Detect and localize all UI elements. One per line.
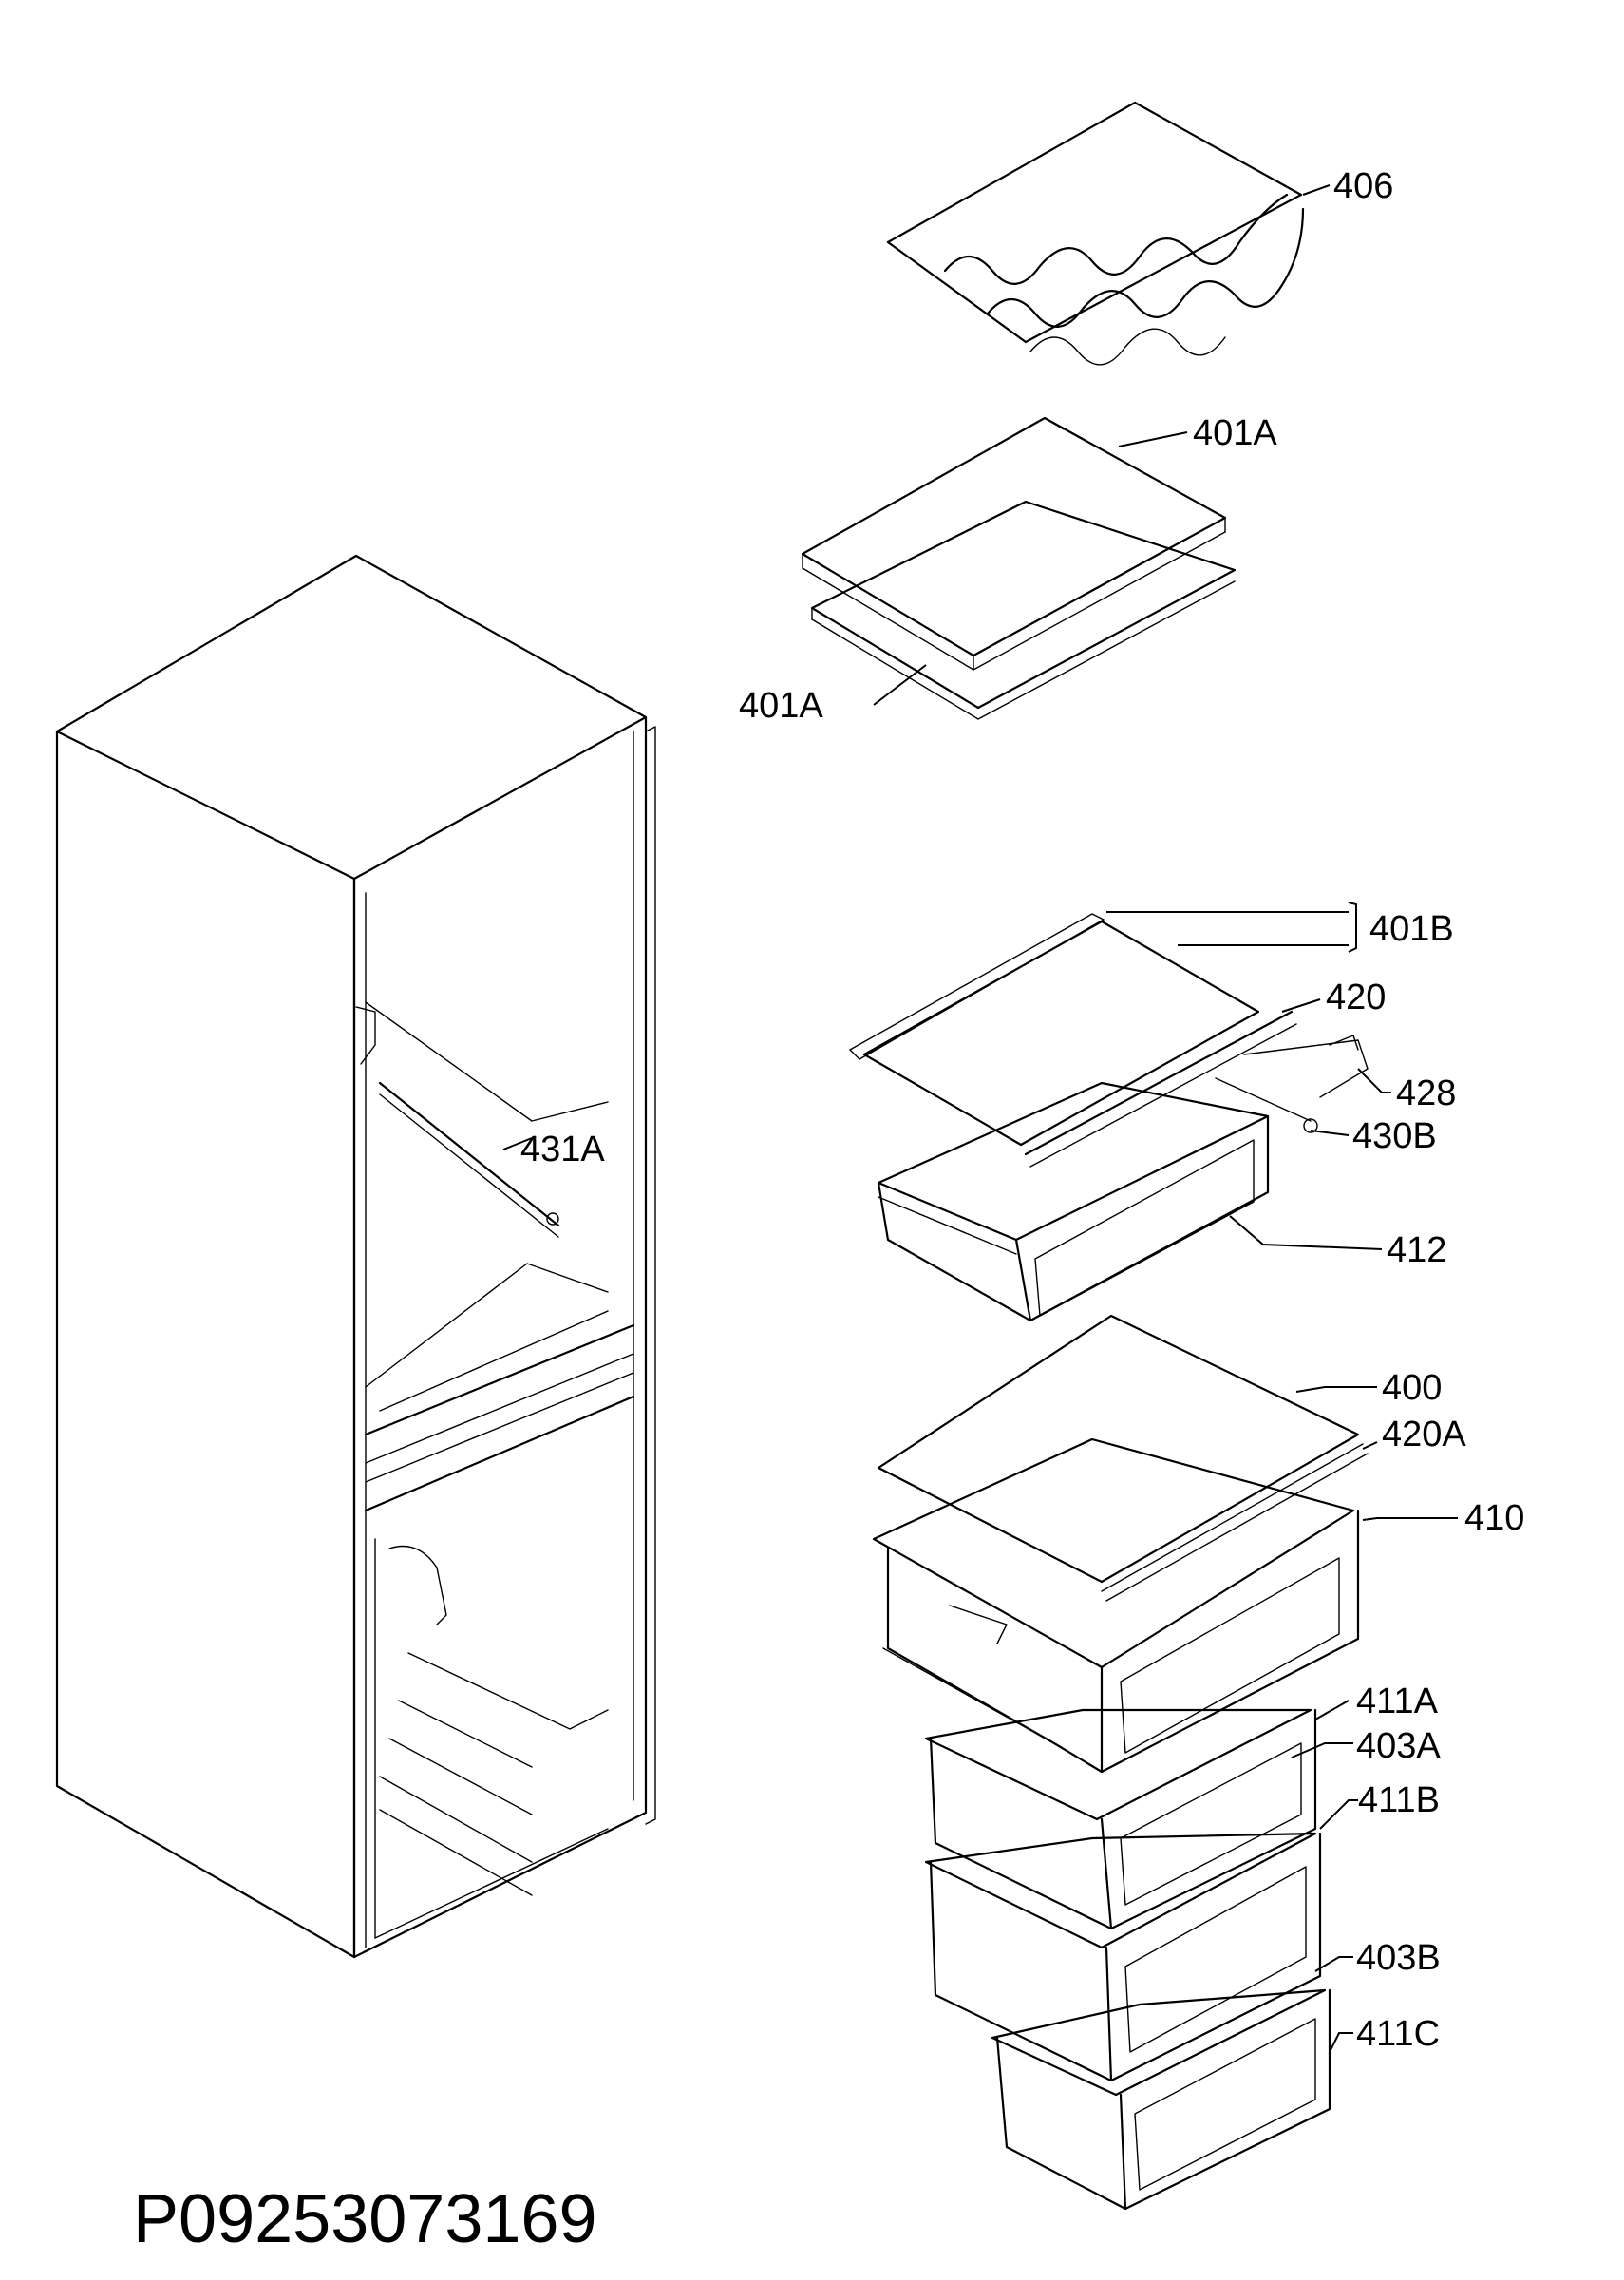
label-410: 410 [1464, 1498, 1524, 1538]
document-code: P09253073169 [133, 2181, 597, 2257]
fridge-cabinet [55, 554, 656, 1959]
label-400: 400 [1382, 1368, 1442, 1408]
leader-lines [502, 184, 1458, 2053]
label-401b: 401B [1369, 909, 1454, 949]
label-420: 420 [1326, 978, 1386, 1017]
label-406: 406 [1333, 166, 1393, 206]
glass-plate-part [877, 1314, 1369, 1602]
crisper-drawer-part [877, 1081, 1270, 1322]
freezer-drawer-part [872, 1437, 1360, 1774]
drawer-b-part [924, 1832, 1322, 2082]
label-431a: 431A [520, 1130, 605, 1169]
label-403a: 403A [1356, 1726, 1441, 1766]
label-401a-upper: 401A [1193, 413, 1277, 453]
drawer-a-part [924, 1708, 1317, 1930]
glass-shelf-part-a [801, 416, 1227, 671]
label-411b: 411B [1358, 1780, 1440, 1820]
label-412: 412 [1387, 1230, 1446, 1270]
shelf-set-part [849, 913, 1369, 1168]
glass-shelf-part-b [810, 500, 1237, 720]
wine-rack-part [886, 101, 1305, 366]
label-430b: 430B [1352, 1116, 1437, 1156]
label-428: 428 [1396, 1074, 1456, 1113]
part-labels: 406 401A 401A 401B 420 428 430B 431A 412… [520, 166, 1524, 2054]
drawer-c-part [991, 1988, 1331, 2211]
label-401a-lower: 401A [739, 686, 823, 726]
label-420a: 420A [1382, 1415, 1466, 1454]
label-411c: 411C [1356, 2014, 1440, 2054]
label-411a: 411A [1356, 1682, 1439, 1721]
label-403b: 403B [1356, 1938, 1441, 1978]
